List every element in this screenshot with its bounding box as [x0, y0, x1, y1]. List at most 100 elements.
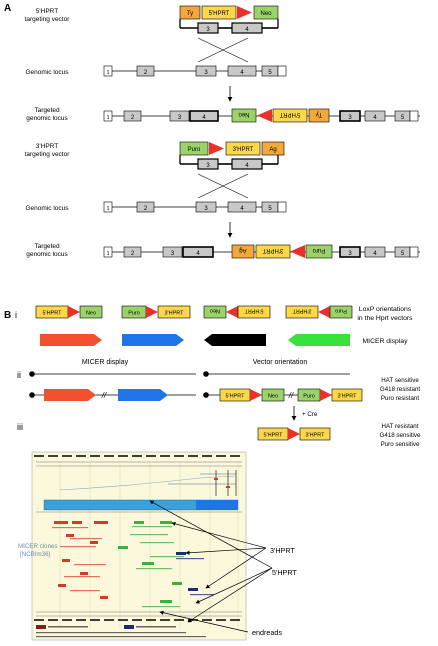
- state2-hat: HAT resistant: [382, 423, 419, 430]
- micer-display-title: MICER display: [82, 359, 129, 366]
- state1-g418: G418 resistant: [380, 386, 421, 393]
- loxp-site: [237, 6, 252, 19]
- panel-a-letter: A: [4, 3, 11, 14]
- micer-arrow-black: [204, 334, 266, 346]
- svg-text:Puro: Puro: [128, 311, 140, 317]
- svg-text:Puro: Puro: [188, 147, 201, 153]
- three-prime-vector-label-2: targeting vector: [25, 151, 71, 158]
- svg-text:2: 2: [144, 70, 148, 76]
- ty-label: Ty: [187, 11, 193, 17]
- loxp-orientations-label-2: in the Hprt vectors: [357, 315, 413, 322]
- svg-text:3: 3: [348, 115, 352, 121]
- genomic-locus-label: Genomic locus: [26, 69, 70, 76]
- svg-text:Neo: Neo: [238, 111, 250, 117]
- micer-red-clone: [44, 389, 96, 401]
- micer-arrow-red: [40, 334, 102, 346]
- svg-text:Neo: Neo: [210, 308, 220, 314]
- svg-text:1: 1: [106, 70, 109, 76]
- neo-cassette: [253, 5, 279, 20]
- loxp-orientation-1: 5'HPRT Neo: [35, 305, 103, 319]
- svg-text:3'HPRT: 3'HPRT: [306, 433, 326, 439]
- svg-text:5'HPRT: 5'HPRT: [43, 311, 63, 317]
- svg-text:5'HPRT: 5'HPRT: [279, 111, 300, 117]
- micer-clone-features: [52, 521, 214, 608]
- genomic-locus-label-2: Genomic locus: [26, 205, 70, 212]
- svg-text:Neo: Neo: [86, 311, 96, 317]
- svg-text:3: 3: [206, 163, 210, 169]
- svg-text:3: 3: [171, 251, 175, 257]
- svg-text:1: 1: [106, 115, 109, 121]
- svg-text:3'HPRT: 3'HPRT: [292, 308, 312, 314]
- callout-5hprt: 5'HPRT: [272, 568, 297, 577]
- exon-3-label: 3: [206, 27, 210, 33]
- targeted-locus-label-2: genomic locus: [26, 115, 68, 122]
- exon-4: [231, 22, 263, 34]
- svg-text:3'HPRT: 3'HPRT: [165, 311, 185, 317]
- targeted-locus-label: Targeted: [34, 107, 60, 114]
- svg-text:Ty: Ty: [316, 111, 322, 117]
- svg-text:1: 1: [106, 206, 109, 212]
- micer-display-label: MICER display: [363, 338, 409, 345]
- state2-g418: G418 sensitive: [380, 432, 421, 439]
- targeted-locus-label-b: Targeted: [34, 243, 60, 250]
- genomic-locus-1: 1 2 3 4 5: [103, 65, 287, 77]
- hprt5-cassette: [201, 5, 237, 20]
- micer-arrow-green: [288, 334, 350, 346]
- svg-text:5: 5: [401, 251, 405, 257]
- micer-blue-clone: [118, 389, 168, 401]
- numeral-i: i: [15, 310, 17, 320]
- svg-text:3'HPRT: 3'HPRT: [262, 247, 283, 253]
- five-prime-vector-label: 5'HPRT: [36, 8, 58, 15]
- callout-endreads: endreads: [252, 628, 282, 637]
- svg-text://: //: [288, 391, 294, 400]
- targeted-locus-1: 1 2 3 4 Neo 5'HPRT Ty 3 4 5: [103, 108, 420, 123]
- vector-orientation-schematic: 5'HPRT Neo // Puro 3'HPRT: [203, 371, 363, 402]
- five-prime-vector: Ty 5'HPRT Neo 3 4: [179, 5, 279, 34]
- five-prime-vector-label-2: targeting vector: [25, 16, 71, 23]
- svg-text:4: 4: [202, 115, 206, 121]
- svg-text:2: 2: [131, 251, 135, 257]
- state1-puro: Puro resistant: [381, 395, 419, 402]
- micer-clones-label: MICER clones: [18, 543, 58, 550]
- micer-display-schematic: //: [29, 371, 196, 401]
- svg-text:4: 4: [196, 251, 200, 257]
- svg-text:Neo: Neo: [268, 394, 278, 400]
- svg-text:4: 4: [240, 70, 244, 76]
- exon-4-label: 4: [245, 27, 249, 33]
- numeral-iii: iii: [17, 422, 23, 432]
- loxp-orientation-4: 3'HPRT Puro: [285, 305, 353, 319]
- loxp-orientation-2: Puro 3'HPRT: [121, 305, 191, 319]
- cre-label: + Cre: [302, 411, 318, 418]
- svg-text://: //: [101, 391, 107, 400]
- three-prime-vector-label: 3'HPRT: [36, 143, 58, 150]
- state1-hat: HAT sensitive: [381, 377, 419, 384]
- targeted-locus-label-b2: genomic locus: [26, 251, 68, 258]
- svg-text:3'HPRT: 3'HPRT: [233, 147, 254, 153]
- svg-text:3: 3: [204, 206, 208, 212]
- svg-text:5: 5: [268, 206, 272, 212]
- svg-text:4: 4: [373, 115, 377, 121]
- svg-text:4: 4: [373, 251, 377, 257]
- ty-cassette: [179, 5, 201, 20]
- svg-text:3'HPRT: 3'HPRT: [338, 394, 358, 400]
- svg-text:5'HPRT: 5'HPRT: [264, 433, 284, 439]
- micer-arrow-blue: [122, 334, 184, 346]
- svg-text:1: 1: [106, 251, 109, 257]
- vector-orientation-title: Vector orientation: [253, 359, 308, 366]
- callout-3hprt: 3'HPRT: [270, 546, 295, 555]
- targeted-locus-2: 1 2 3 4 Ag 3'HPRT Puro 3 4 5: [103, 244, 420, 259]
- svg-text:3: 3: [178, 115, 182, 121]
- svg-text:2: 2: [131, 115, 135, 121]
- svg-text:Puro: Puro: [312, 247, 325, 253]
- svg-text:5: 5: [401, 115, 405, 121]
- exon-3: [197, 22, 219, 34]
- genomic-locus-2: 1 2 3 4 5: [103, 201, 287, 213]
- svg-text:4: 4: [240, 206, 244, 212]
- state2-puro: Puro sensitive: [381, 441, 420, 448]
- svg-text:3: 3: [348, 251, 352, 257]
- svg-text:5'HPRT: 5'HPRT: [244, 308, 264, 314]
- svg-text:Ag: Ag: [239, 247, 246, 253]
- genome-browser-screenshot: [31, 451, 247, 641]
- svg-text:Puro: Puro: [335, 308, 347, 314]
- svg-text:3: 3: [204, 70, 208, 76]
